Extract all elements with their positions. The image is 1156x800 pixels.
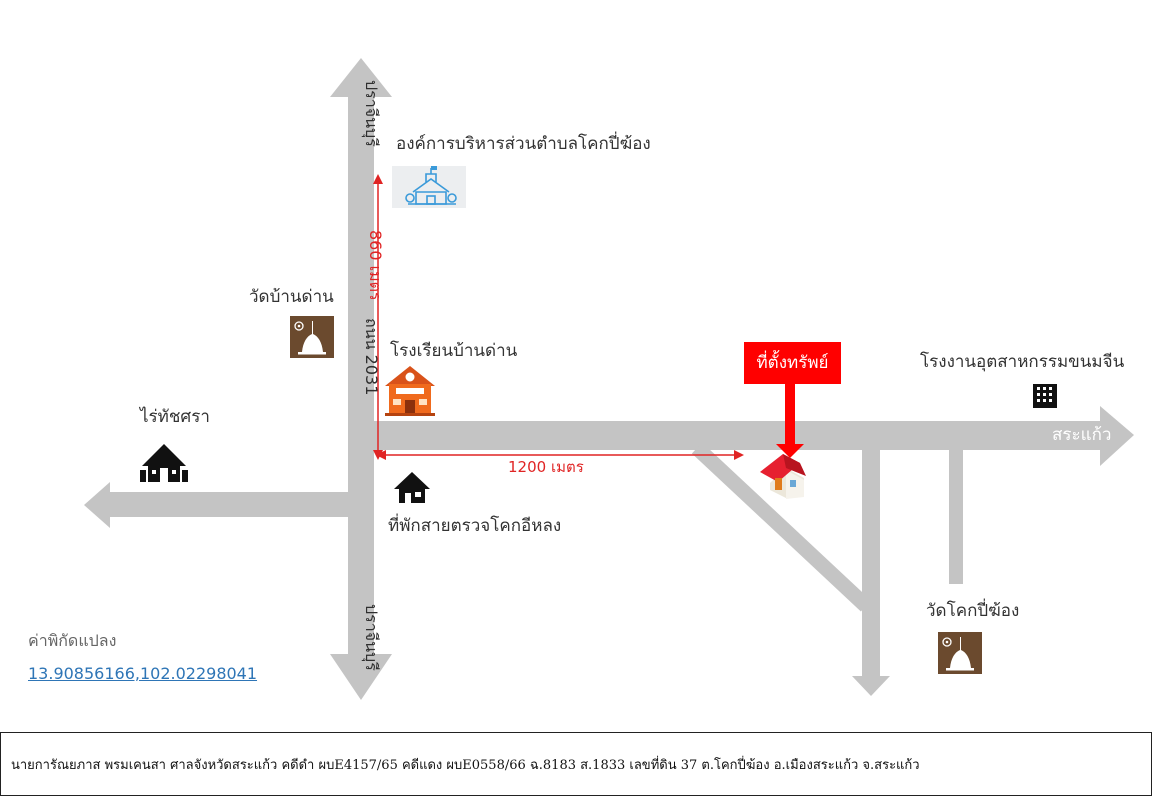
property-marker: ที่ตั้งทรัพย์ xyxy=(744,342,841,384)
farm-house-icon xyxy=(140,444,188,482)
road-label-2031: ถนน 2031 xyxy=(362,318,381,396)
label-checkpoint: ที่พักสายตรวจโคกอีหลง xyxy=(388,516,562,536)
road-east xyxy=(374,406,1134,466)
school-icon xyxy=(385,366,435,416)
property-pointer-arrow xyxy=(776,384,804,458)
temple-icon-wat-khok xyxy=(938,632,982,674)
case-info-footer: นายการัณยภาส พรมเคนสา ศาลจังหวัดสระแก้ว … xyxy=(0,732,1152,796)
label-wat-khok: วัดโคกปี่ฆ้อง xyxy=(926,601,1020,621)
distance-label-vertical: 860 เมตร xyxy=(366,230,385,301)
sao-building-icon xyxy=(392,166,466,208)
property-house-icon xyxy=(760,454,806,499)
label-wat-ban-dan: วัดบ้านด่าน xyxy=(249,287,334,307)
road-2031 xyxy=(330,58,392,700)
police-house-icon xyxy=(394,472,430,503)
label-rai: ไร่ทัชศรา xyxy=(140,407,210,427)
factory-icon xyxy=(1033,384,1057,408)
road-to-wat-khok xyxy=(949,448,963,584)
coordinates-label: ค่าพิกัดแปลง xyxy=(28,631,117,650)
distance-label-horizontal: 1200 เมตร xyxy=(508,458,584,476)
label-factory: โรงงานอุตสาหกรรมขนมจีน xyxy=(920,352,1125,372)
road-south-branch xyxy=(852,448,890,696)
road-diagonal xyxy=(691,442,872,612)
road-label-east: สระแก้ว xyxy=(1052,425,1112,445)
label-sao: องค์การบริหารส่วนตำบลโคกปี่ฆ้อง xyxy=(396,134,651,154)
distance-line-vertical xyxy=(373,174,383,460)
case-info-text: นายการัณยภาส พรมเคนสา ศาลจังหวัดสระแก้ว … xyxy=(11,757,920,773)
distance-line-horizontal xyxy=(376,450,744,460)
coordinates-link[interactable]: 13.90856166,102.02298041 xyxy=(28,664,258,683)
temple-icon xyxy=(290,316,334,358)
road-label-south: ปราจีนบุรี xyxy=(362,604,381,671)
road-label-north: ปราจีนบุรี xyxy=(362,80,381,147)
road-west xyxy=(84,482,350,528)
label-school: โรงเรียนบ้านด่าน xyxy=(390,341,518,361)
